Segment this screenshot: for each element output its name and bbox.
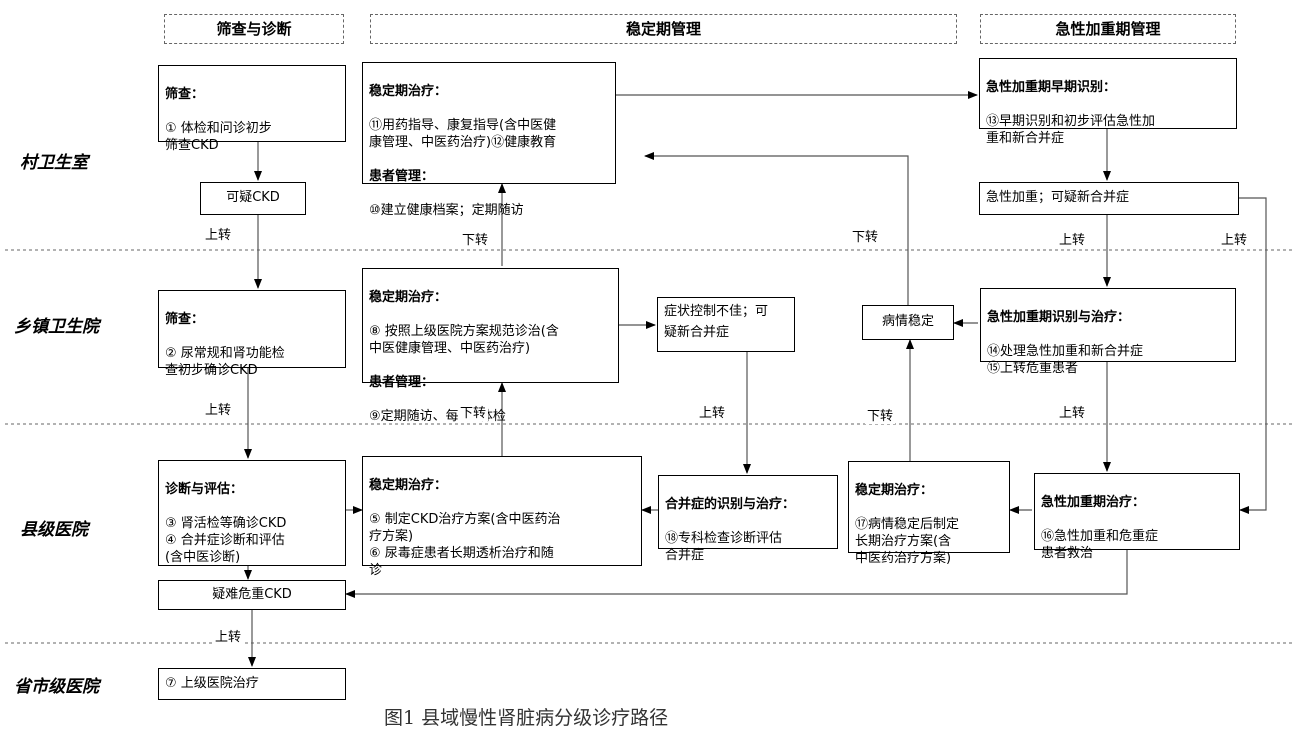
box-body: ⑰病情稳定后制定 长期治疗方案(含 中医药治疗方案) <box>855 517 960 566</box>
box-title: 急性加重期治疗： <box>1041 495 1146 510</box>
header-acute: 急性加重期管理 <box>980 14 1236 44</box>
level-village: 村卫生室 <box>20 153 88 173</box>
edge-label-up: 上转 <box>213 626 244 645</box>
edge-label-up: 上转 <box>203 399 234 418</box>
box-title: 稳定期治疗： <box>369 478 448 493</box>
box-county-acute: 急性加重期治疗： ⑯急性加重和危重症 患者救治 <box>1034 473 1240 561</box>
box-complication: 合并症的识别与治疗： ⑱专科检查诊断评估 合并症 <box>658 475 838 563</box>
box-body: ⑬早期识别和初步评估急性加 重和新合并症 <box>986 114 1156 146</box>
edge-label-up: 上转 <box>1057 402 1088 421</box>
box-title: 诊断与评估： <box>165 482 244 497</box>
box-village-stable: 稳定期治疗： ⑪用药指导、康复指导(含中医健 康管理、中医药治疗)⑫健康教育 患… <box>362 62 616 218</box>
header-screening: 筛查与诊断 <box>164 14 344 44</box>
box-township-screening: 筛查： ② 尿常规和肾功能检 查初步确诊CKD <box>158 290 346 378</box>
edge-label-up: 上转 <box>697 402 728 421</box>
box-village-screening: 筛查： ① 体检和问诊初步 筛查CKD <box>158 65 346 153</box>
box-body: ⑱专科检查诊断评估 合并症 <box>665 531 783 563</box>
box-village-acute: 急性加重期早期识别： ⑬早期识别和初步评估急性加 重和新合并症 <box>979 58 1237 146</box>
header-stable: 稳定期管理 <box>370 14 957 44</box>
box-body: ⑪用药指导、康复指导(含中医健 康管理、中医药治疗)⑫健康教育 <box>369 118 557 150</box>
box-body: ⑯急性加重和危重症 患者救治 <box>1041 529 1159 561</box>
edge-label-up: 上转 <box>1057 229 1088 248</box>
box-body: ⑤ 制定CKD治疗方案(含中医药治 疗方案) ⑥ 尿毒症患者长期透析治疗和随 诊 <box>369 512 561 578</box>
box-title: 稳定期治疗： <box>855 483 934 498</box>
box-title: 筛查： <box>165 87 205 102</box>
edge-label-down: 下转 <box>865 405 896 424</box>
edge-suspect-to-county-acute <box>1239 197 1267 514</box>
edge-county-acute-to-difficult <box>345 550 1128 598</box>
box-body-2: ⑨定期随访、每3月体检 <box>369 409 506 424</box>
box-body: ③ 肾活检等确诊CKD ④ 合并症诊断和评估 (含中医诊断) <box>165 516 287 565</box>
box-body: ① 体检和问诊初步 筛查CKD <box>165 121 272 153</box>
box-suspect-ckd: 可疑CKD <box>200 182 306 215</box>
box-title-2: 患者管理： <box>369 375 435 390</box>
edge-label-down: 下转 <box>850 226 881 245</box>
edge-label-down: 下转 <box>458 402 489 421</box>
box-title: 急性加重期早期识别： <box>986 80 1117 95</box>
box-title: 稳定期治疗： <box>369 290 448 305</box>
box-title: 筛查： <box>165 312 205 327</box>
edge-label-up: 上转 <box>203 224 234 243</box>
box-title-2: 患者管理： <box>369 169 435 184</box>
box-acute-suspect: 急性加重；可疑新合并症 <box>979 182 1239 215</box>
level-county: 县级医院 <box>20 520 88 540</box>
box-symptom-poor: 症状控制不佳；可 疑新合并症 <box>657 297 795 352</box>
box-county-stable-2: 稳定期治疗： ⑰病情稳定后制定 长期治疗方案(含 中医药治疗方案) <box>848 461 1010 566</box>
box-title: 稳定期治疗： <box>369 84 448 99</box>
box-township-stable: 稳定期治疗： ⑧ 按照上级医院方案规范诊治(含 中医健康管理、中医药治疗) 患者… <box>362 268 619 424</box>
box-condition-stable: 病情稳定 <box>862 305 954 340</box>
box-county-stable: 稳定期治疗： ⑤ 制定CKD治疗方案(含中医药治 疗方案) ⑥ 尿毒症患者长期透… <box>362 456 642 578</box>
edge-label-up: 上转 <box>1219 229 1250 248</box>
box-body: ② 尿常规和肾功能检 查初步确诊CKD <box>165 346 285 378</box>
box-title: 急性加重期识别与治疗： <box>987 310 1131 325</box>
box-body: ⑭处理急性加重和新合并症 ⑮上转危重患者 <box>987 344 1144 376</box>
box-body: ⑧ 按照上级医院方案规范诊治(含 中医健康管理、中医药治疗) <box>369 324 559 356</box>
box-difficult-ckd: 疑难危重CKD <box>158 580 346 610</box>
level-township: 乡镇卫生院 <box>14 317 99 337</box>
box-county-diagnosis: 诊断与评估： ③ 肾活检等确诊CKD ④ 合并症诊断和评估 (含中医诊断) <box>158 460 346 566</box>
box-body-2: ⑩建立健康档案；定期随访 <box>369 203 524 218</box>
edge-condition-stable-to-village <box>644 152 909 305</box>
level-province: 省市级医院 <box>14 677 99 697</box>
box-province-treatment: ⑦ 上级医院治疗 <box>158 668 346 700</box>
box-township-acute: 急性加重期识别与治疗： ⑭处理急性加重和新合并症 ⑮上转危重患者 <box>980 288 1236 376</box>
edge-label-down: 下转 <box>460 229 491 248</box>
box-title: 合并症的识别与治疗： <box>665 497 796 512</box>
